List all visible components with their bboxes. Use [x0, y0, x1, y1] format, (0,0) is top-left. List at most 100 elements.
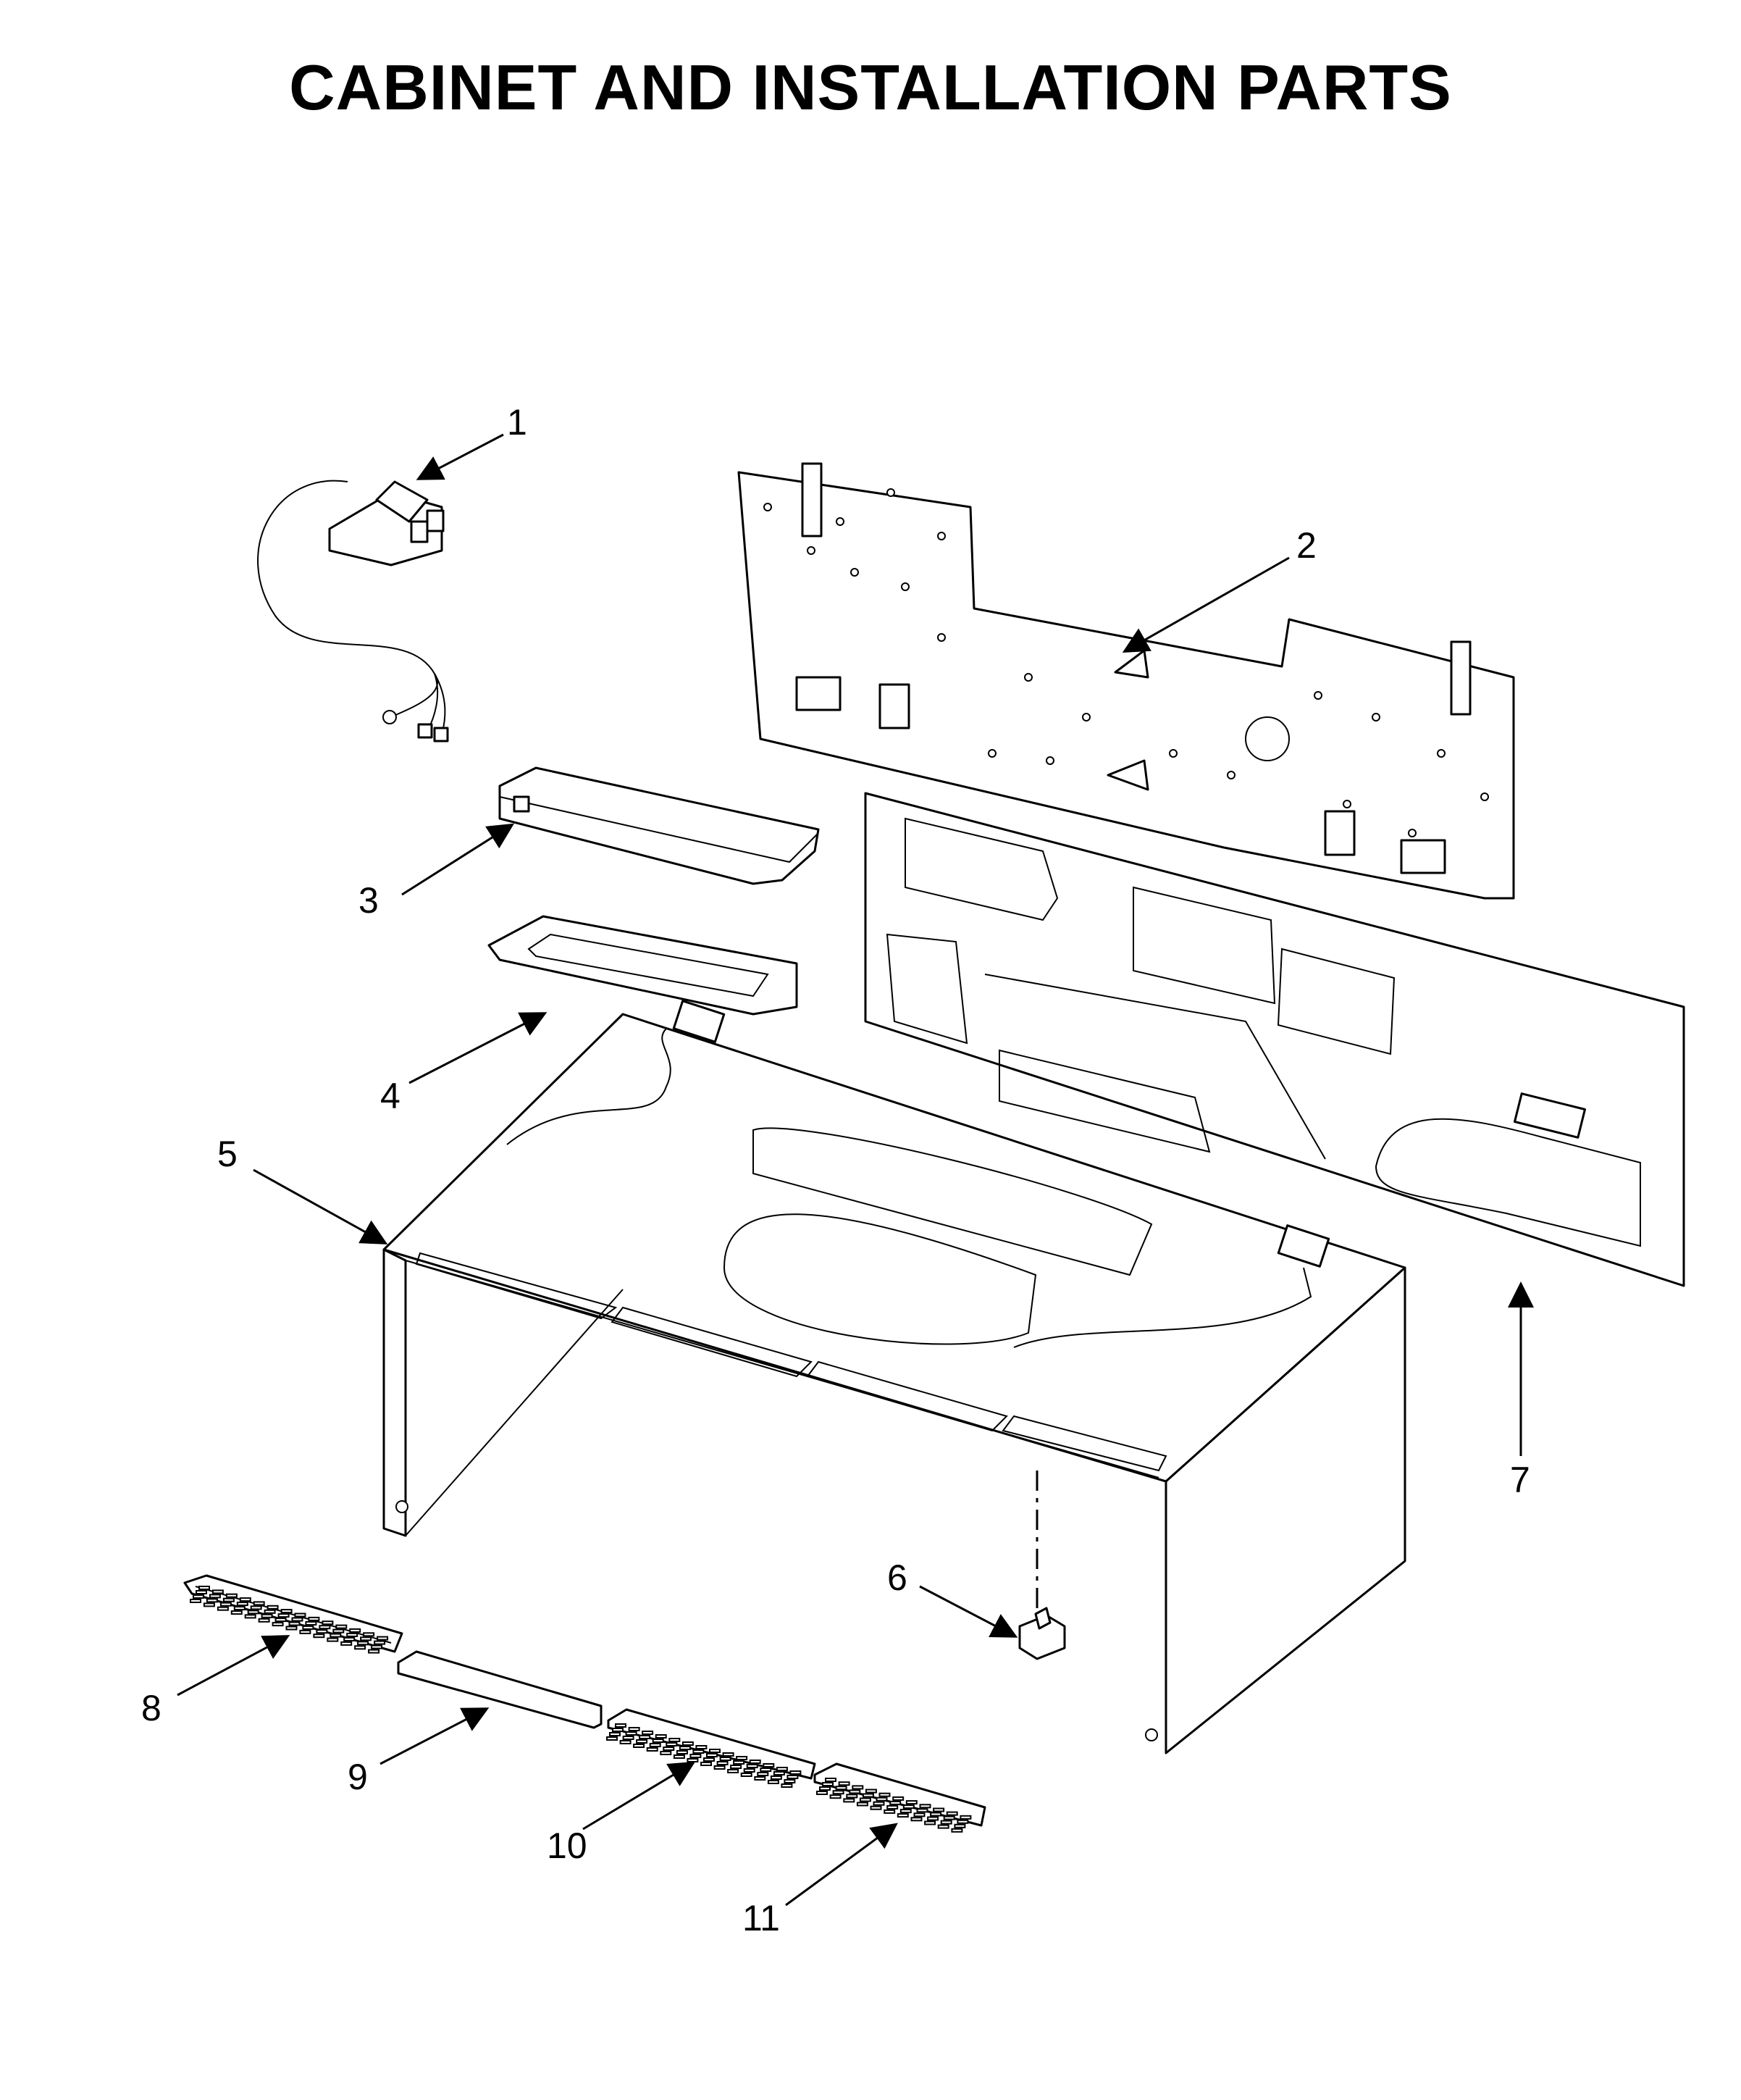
grille-11-slot [865, 1789, 877, 1794]
grille-11-slot [897, 1813, 909, 1818]
plate-hole [886, 488, 895, 497]
grille-10-slot [757, 1772, 769, 1776]
grille-11-slot [846, 1794, 858, 1799]
grille-8-slot [277, 1613, 290, 1618]
duct-gasket-part [487, 915, 798, 1016]
grille-8-slot [274, 1618, 287, 1623]
grille-8-slot [340, 1641, 353, 1646]
plate-hole [937, 532, 946, 540]
grille-11-slot [960, 1815, 972, 1820]
grille-8-slot [319, 1625, 331, 1630]
plate-hole [836, 517, 844, 526]
grille-10-slot [767, 1780, 779, 1784]
plate-hole [1372, 713, 1380, 721]
grille-11-slot [892, 1796, 905, 1801]
grille-10-slot [770, 1775, 782, 1780]
grille-10-slot [628, 1727, 640, 1731]
grille-10-slot [763, 1763, 775, 1768]
grille-8-slot [285, 1626, 298, 1631]
grille-10-slot [615, 1723, 626, 1728]
grille-10-part [607, 1708, 816, 1780]
callout-5: 5 [217, 1134, 238, 1174]
grille-8-slot [299, 1629, 311, 1634]
plate-hole [807, 546, 815, 555]
plate-hole [988, 749, 997, 758]
grille-10-slot [709, 1749, 721, 1753]
grille-10-slot [612, 1728, 624, 1732]
grille-11-slot [835, 1786, 847, 1791]
grille-11-slot [878, 1792, 891, 1797]
grille-11-slot [822, 1782, 834, 1786]
grille-11-slot [829, 1794, 842, 1799]
grille-10-slot [743, 1768, 755, 1773]
grille-10-slot [636, 1739, 648, 1744]
callout-8: 8 [141, 1688, 161, 1728]
grille-11-slot [870, 1805, 882, 1810]
grille-10-slot [706, 1753, 718, 1757]
grille-8-slot [219, 1602, 232, 1607]
grille-10-slot [722, 1752, 734, 1757]
grille-10-slot [666, 1742, 678, 1746]
grille-8-slot [267, 1605, 279, 1610]
grille-8-slot [332, 1628, 345, 1633]
grille-8-slot [291, 1617, 303, 1622]
grille-10-slot [713, 1765, 726, 1770]
grille-8-slot [368, 1649, 380, 1654]
grille-10-slot [776, 1767, 788, 1771]
grille-10-slot [655, 1734, 667, 1739]
grille-8-slot [302, 1625, 314, 1630]
callout-4: 4 [380, 1076, 400, 1116]
grille-8-slot [264, 1609, 276, 1614]
plate-hole [1314, 691, 1322, 700]
grille-10-slot [646, 1747, 658, 1752]
grille-11-slot [943, 1815, 955, 1820]
grille-8-slot [357, 1641, 369, 1646]
callout-7: 7 [1510, 1460, 1530, 1500]
grille-11-slot [902, 1804, 915, 1810]
grille-10-slot [606, 1736, 618, 1741]
grille-8-slot [222, 1597, 235, 1602]
grille-8-slot [335, 1624, 348, 1629]
grille-10-slot [703, 1757, 715, 1762]
plate-hole [1082, 713, 1091, 721]
grille-10-slot [689, 1754, 702, 1758]
plate-hole [1408, 829, 1417, 837]
callout-11: 11 [742, 1898, 780, 1938]
grille-10-slot [781, 1783, 793, 1788]
grille-10-slot [673, 1754, 685, 1759]
power-cord-part [257, 480, 449, 742]
grille-11-slot [876, 1796, 888, 1802]
grille-10-slot [736, 1756, 748, 1760]
grille-11-slot [946, 1811, 958, 1816]
grille-11-slot [849, 1789, 861, 1794]
grille-11-slot [889, 1800, 902, 1805]
grille-8-slot [236, 1602, 248, 1607]
grille-10-slot [642, 1731, 654, 1735]
grille-8-slot [239, 1597, 251, 1602]
grille-8-slot [190, 1599, 201, 1603]
grille-11-slot [816, 1791, 828, 1795]
grille-8-slot [316, 1629, 328, 1634]
grille-8-slot [217, 1606, 229, 1611]
leader-lines [177, 433, 1534, 1907]
grille-8-slot [360, 1636, 372, 1641]
grille-11-slot [832, 1790, 844, 1795]
grille-8-slot [203, 1602, 215, 1607]
grille-11-slot [919, 1804, 931, 1809]
grille-11-slot [940, 1820, 952, 1825]
grille-8-slot [247, 1610, 259, 1615]
mounting-plate-part [737, 462, 1515, 900]
cabinet-part [382, 1000, 1406, 1754]
plate-hole [1480, 792, 1489, 801]
grille-11-slot [951, 1828, 963, 1833]
grille-11-slot [862, 1793, 874, 1798]
plate-hole [1024, 673, 1033, 682]
grille-8-slot [211, 1589, 224, 1594]
grille-11-slot [924, 1820, 936, 1825]
grille-11-slot [819, 1786, 831, 1791]
grille-10-slot [687, 1758, 699, 1762]
callout-9: 9 [348, 1757, 368, 1797]
callout-1: 1 [507, 402, 527, 443]
plate-hole [1046, 756, 1054, 765]
callout-3: 3 [358, 880, 379, 921]
